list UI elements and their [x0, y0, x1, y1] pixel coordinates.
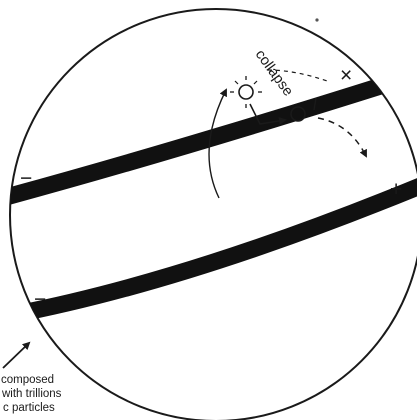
caption-line-3: c particles	[3, 402, 55, 414]
lower-left-minus-sign: −	[34, 288, 46, 311]
speck	[315, 18, 318, 21]
caption-line-2: with trillions	[1, 388, 62, 400]
upper-left-minus-sign: −	[20, 167, 32, 190]
caption-line-1: composed	[1, 374, 54, 386]
lower-band	[0, 184, 417, 318]
particle-left	[230, 76, 262, 108]
collapse-dashed-arrow	[318, 118, 366, 156]
lower-right-plus-sign: +	[390, 178, 402, 201]
upper-right-cross-sign: ×	[340, 64, 352, 87]
upper-band	[0, 72, 417, 200]
caption-pointer-arrow	[3, 343, 29, 368]
